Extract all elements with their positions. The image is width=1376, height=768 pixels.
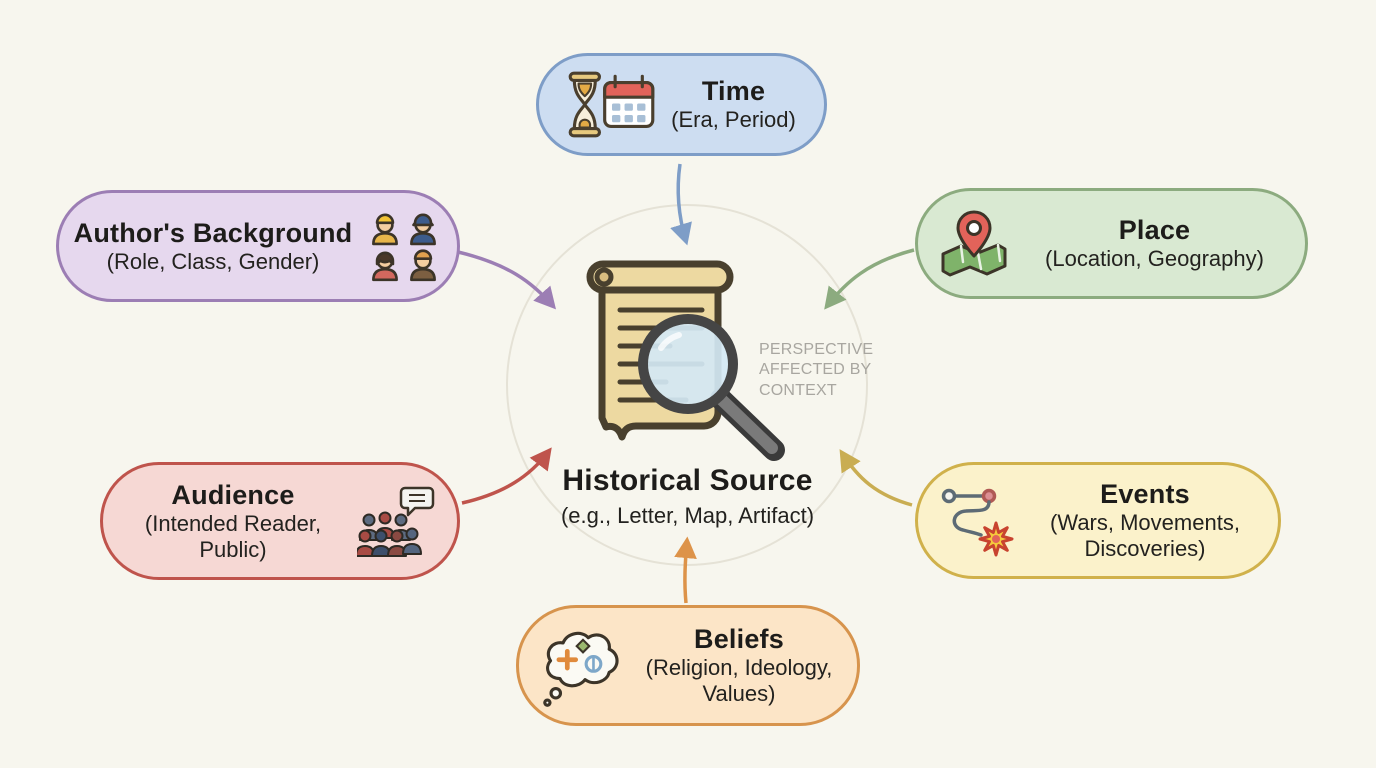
node-time-pill: Time (Era, Period): [536, 53, 827, 156]
node-title: Beliefs: [694, 624, 784, 655]
timeline-explosion-icon: [941, 488, 1014, 556]
crowd-speech-icon: [357, 486, 435, 557]
node-audience-pill: Audience (Intended Reader, Public): [100, 462, 460, 580]
node-title: Events: [1100, 479, 1190, 510]
arrow-beliefs: [674, 536, 697, 604]
map-pin-icon: [941, 210, 1007, 276]
arrow-events: [839, 449, 913, 507]
center-title: Historical Source: [562, 464, 813, 497]
node-authors-background-pill: Author's Background (Role, Class, Gender…: [56, 190, 460, 302]
node-title: Time: [701, 76, 766, 106]
hourglass-calendar-icon: [568, 71, 655, 138]
arrow-authors-background: [457, 250, 556, 310]
arrow-audience: [461, 447, 552, 505]
node-beliefs-pill: Beliefs (Religion, Ideology, Values): [516, 605, 860, 726]
perspective-watermark: PERSPECTIVE AFFECTED BY CONTEXT: [759, 341, 874, 399]
node-title: Author's Background: [73, 217, 353, 248]
node-title: Audience: [171, 479, 295, 510]
node-subtitle: (Wars, Movements, Discoveries): [1050, 510, 1240, 562]
node-subtitle: (Era, Period): [671, 107, 796, 133]
scroll-magnifier-icon: [586, 260, 785, 461]
people-roles-icon: [372, 213, 437, 282]
node-subtitle: (Religion, Ideology, Values): [645, 655, 833, 707]
center-subtitle: (e.g., Letter, Map, Artifact): [560, 502, 815, 528]
node-subtitle: (Role, Class, Gender): [106, 248, 320, 274]
arrow-time: [670, 163, 692, 246]
thought-cloud-icon: [543, 631, 619, 707]
node-subtitle: (Intended Reader, Public): [144, 510, 322, 562]
node-subtitle: (Location, Geography): [1045, 246, 1264, 272]
node-events-pill: Events (Wars, Movements, Discoveries): [915, 462, 1281, 579]
node-place-pill: Place (Location, Geography): [915, 188, 1308, 299]
arrow-place: [824, 248, 915, 310]
node-title: Place: [1118, 215, 1191, 245]
center-label: Historical Source (e.g., Letter, Map, Ar…: [460, 464, 915, 528]
